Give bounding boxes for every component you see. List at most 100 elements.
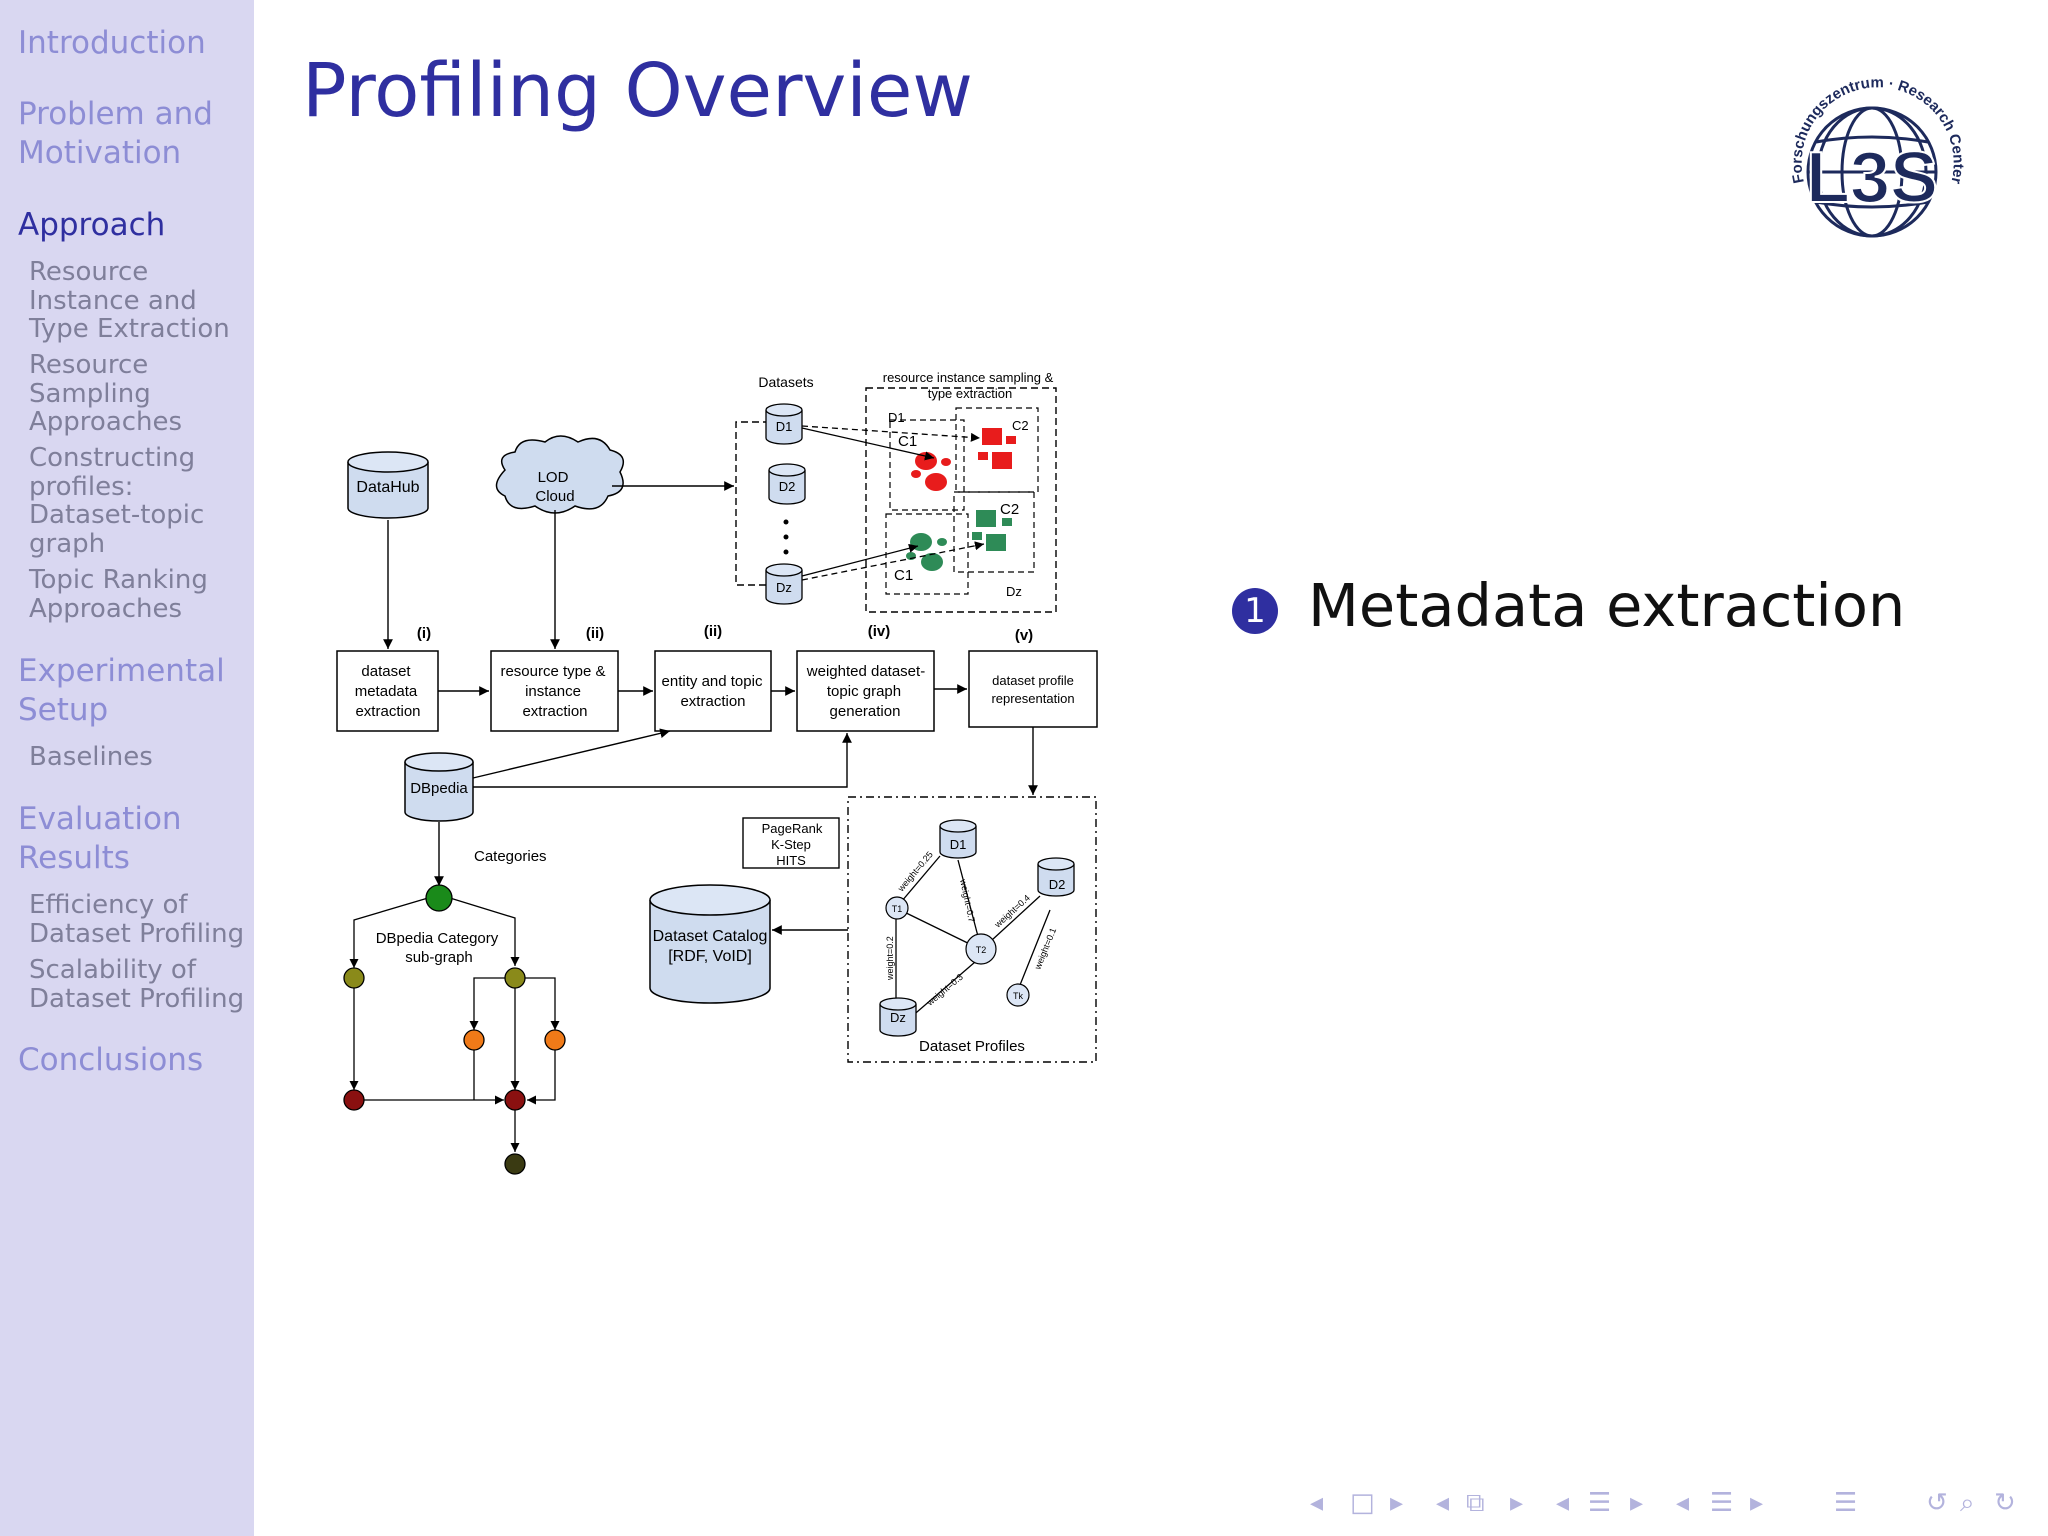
svg-text:dataset: dataset — [361, 663, 411, 680]
svg-text:(ii): (ii) — [704, 623, 722, 640]
svg-text:C1: C1 — [894, 567, 913, 584]
first-frame-icon[interactable]: ◂ — [1310, 1488, 1324, 1518]
step-resource-type-extraction: resource type & instance extraction — [490, 650, 619, 732]
logo-text: L3S — [1806, 138, 1938, 218]
sidebar-section-approach[interactable]: Approach — [18, 207, 166, 243]
sidebar-section-problem-and-motivation[interactable]: Problem and Motivation — [18, 96, 213, 171]
slide-icon[interactable]: ⧉ — [1466, 1488, 1485, 1518]
sidebar-sub-scalability[interactable]: Scalability of Dataset Profiling — [29, 955, 245, 1014]
svg-text:weight=0.1: weight=0.1 — [1032, 926, 1058, 971]
svg-text:metadata: metadata — [355, 683, 418, 700]
sampling-box: resource instance sampling & type extrac… — [801, 370, 1057, 613]
prev-section-icon[interactable]: ◂ — [1556, 1488, 1570, 1518]
svg-text:extraction: extraction — [680, 693, 745, 710]
back-icon[interactable]: ↺ — [1926, 1488, 1948, 1518]
svg-text:generation: generation — [830, 703, 901, 720]
svg-text:Dataset Profiles: Dataset Profiles — [919, 1038, 1025, 1055]
svg-text:C2: C2 — [1000, 501, 1019, 518]
bullet-text: Metadata extraction — [1308, 571, 1906, 640]
ranking-methods-box: PageRank K-Step HITS — [742, 817, 840, 869]
svg-text:weight=0.25: weight=0.25 — [895, 849, 935, 894]
svg-text:(ii): (ii) — [586, 625, 604, 642]
categories-label: Categories — [474, 848, 547, 865]
svg-text:D2: D2 — [1049, 877, 1066, 892]
dataset-dz: Dz — [765, 563, 803, 605]
step-graph-generation: weighted dataset- topic graph generation — [796, 650, 935, 732]
svg-text:resource instance sampling &: resource instance sampling & — [883, 370, 1054, 385]
prev-slide-icon[interactable]: ◂ — [1436, 1488, 1450, 1518]
search-icon[interactable]: ⌕ — [1960, 1488, 1975, 1518]
svg-text:DBpedia: DBpedia — [410, 780, 468, 797]
svg-text:LOD: LOD — [538, 469, 569, 486]
svg-text:[RDF, VoID]: [RDF, VoID] — [668, 948, 752, 965]
svg-text:D1: D1 — [776, 419, 793, 434]
next-section-icon[interactable]: ▸ — [1630, 1488, 1644, 1518]
sidebar-sub-baselines[interactable]: Baselines — [29, 742, 153, 772]
svg-text:Dz: Dz — [1006, 584, 1022, 599]
dataset-profiles-box: D1 D2 Dz T1 T2 Tk weight=0.25 weight=0.7… — [847, 796, 1097, 1063]
slide-title: Profiling Overview — [302, 48, 973, 134]
svg-text:extraction: extraction — [355, 703, 420, 720]
sidebar-sub-topic-ranking[interactable]: Topic Ranking Approaches — [29, 565, 208, 624]
svg-text:DataHub: DataHub — [356, 479, 419, 496]
svg-text:entity and topic: entity and topic — [662, 673, 763, 690]
next-slide-icon[interactable]: ▸ — [1510, 1488, 1524, 1518]
next-subsection-icon[interactable]: ▸ — [1750, 1488, 1764, 1518]
svg-text:weight=0.2: weight=0.2 — [885, 936, 895, 981]
datasets-label: Datasets — [758, 374, 813, 390]
sidebar-sub-efficiency[interactable]: Efficiency of Dataset Profiling — [29, 890, 245, 949]
svg-text:K-Step: K-Step — [771, 837, 811, 852]
dataset-catalog-node: Dataset Catalog [RDF, VoID] — [649, 884, 771, 1004]
document-icon[interactable]: ☰ — [1834, 1488, 1858, 1518]
frame-icon[interactable]: □ — [1350, 1488, 1375, 1518]
svg-text:dataset profile: dataset profile — [992, 673, 1074, 688]
svg-text:weight=0.4: weight=0.4 — [992, 893, 1032, 930]
svg-text:Dz: Dz — [776, 580, 792, 595]
svg-text:Dz: Dz — [890, 1010, 906, 1025]
step-entity-topic-extraction: entity and topic extraction — [654, 650, 772, 732]
step-profile-representation: dataset profile representation — [968, 650, 1098, 728]
sidebar-section-introduction[interactable]: Introduction — [18, 25, 206, 61]
sidebar-sub-resource-sampling[interactable]: Resource Sampling Approaches — [29, 350, 183, 437]
svg-text:extraction: extraction — [522, 703, 587, 720]
forward-icon[interactable]: ↻ — [1994, 1488, 2016, 1518]
prev-subsection-icon[interactable]: ◂ — [1676, 1488, 1690, 1518]
sidebar-sub-resource-instance-extraction[interactable]: Resource Instance and Type Extraction — [29, 257, 230, 344]
l3s-logo: L3S Forschungszentrum · Research Center — [1789, 74, 1967, 238]
svg-text:Cloud: Cloud — [535, 488, 574, 505]
svg-text:(i): (i) — [417, 625, 431, 642]
dataset-d1: D1 — [765, 403, 803, 445]
next-frame-icon[interactable]: ▸ — [1390, 1488, 1404, 1518]
svg-text:weight=0.3: weight=0.3 — [924, 972, 965, 1008]
svg-text:T2: T2 — [976, 945, 987, 955]
sidebar-navigation: Introduction Problem and Motivation Appr… — [0, 0, 254, 1536]
svg-text:T1: T1 — [892, 904, 903, 914]
bullet-number-badge: 1 — [1232, 588, 1278, 634]
svg-text:weight=0.7: weight=0.7 — [958, 877, 977, 923]
svg-text:Tk: Tk — [1013, 991, 1023, 1001]
svg-text:Dataset Catalog: Dataset Catalog — [653, 928, 768, 945]
svg-text:(v): (v) — [1015, 627, 1033, 644]
svg-text:D2: D2 — [779, 479, 796, 494]
svg-text:resource type &: resource type & — [500, 663, 605, 680]
step-metadata-extraction: dataset metadata extraction — [336, 650, 439, 732]
svg-text:representation: representation — [991, 691, 1074, 706]
dataset-d2: D2 — [768, 463, 806, 505]
svg-text:DBpedia Category: DBpedia Category — [376, 930, 499, 947]
category-subgraph: DBpedia Category sub-graph — [343, 884, 566, 1175]
sidebar-section-evaluation-results[interactable]: Evaluation Results — [18, 801, 182, 876]
svg-text:topic graph: topic graph — [827, 683, 901, 700]
svg-text:C2: C2 — [1012, 418, 1029, 433]
svg-text:weighted dataset-: weighted dataset- — [806, 663, 925, 680]
svg-text:instance: instance — [525, 683, 581, 700]
svg-text:HITS: HITS — [776, 853, 806, 868]
sidebar-section-experimental-setup[interactable]: Experimental Setup — [18, 653, 225, 728]
svg-text:(iv): (iv) — [868, 623, 891, 640]
sidebar-sub-constructing-profiles[interactable]: Constructing profiles: Dataset-topic gra… — [29, 443, 205, 559]
svg-text:C1: C1 — [898, 433, 917, 450]
svg-text:D1: D1 — [950, 837, 967, 852]
sidebar-section-conclusions[interactable]: Conclusions — [18, 1042, 204, 1078]
subsection-icon[interactable]: ☰ — [1710, 1488, 1734, 1518]
section-icon[interactable]: ☰ — [1588, 1488, 1612, 1518]
